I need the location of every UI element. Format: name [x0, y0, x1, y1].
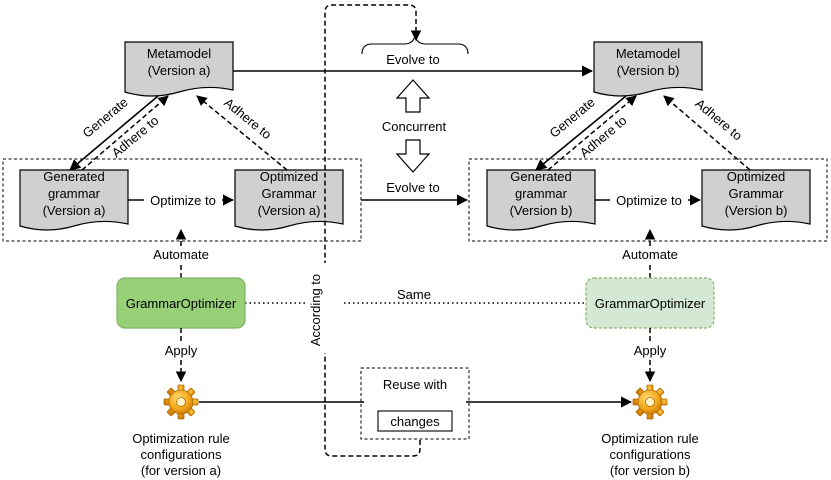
generated-b-line3: (Version b): [510, 203, 573, 218]
adhere-opt-b-arrow: [663, 95, 751, 171]
optimize-b-label-bg: [610, 191, 688, 209]
reuse-box-outline: [360, 367, 470, 440]
same-label-bg: [394, 288, 434, 302]
metamodel-a-line2: (Version a): [148, 63, 211, 78]
adhere-a-label: Adhere to: [109, 113, 162, 161]
optimized-b-line3: (Version b): [725, 203, 788, 218]
automate-b-label-bg: [617, 246, 683, 262]
generate-a-label: Generate: [80, 94, 131, 140]
adhere-opt-b-label: Adhere to: [692, 96, 745, 144]
metamodel-b-line2: (Version b): [617, 63, 680, 78]
according-to-label-bg: [308, 263, 342, 353]
generated-a-line2: grammar: [48, 186, 101, 201]
evolve-grammar-label: Evolve to: [386, 180, 439, 195]
according-to-label: According to: [308, 274, 323, 346]
changes-label: changes: [390, 414, 440, 429]
generate-b-label: Generate: [547, 94, 598, 140]
optimized-grammar-b-doc: Optimized Grammar (Version b): [701, 169, 811, 231]
according-to-loop: [324, 4, 422, 457]
adhere-opt-a-arrow: [196, 95, 288, 171]
concurrent-label: Concurrent: [382, 119, 447, 134]
adhere-b-label: Adhere to: [577, 113, 630, 161]
gear-a-icon: [163, 384, 199, 420]
generated-grammar-b-doc: Generated grammar (Version b): [486, 169, 596, 231]
generate-a-arrow: [69, 95, 159, 171]
grammar-optimizer-a: GrammarOptimizer: [116, 277, 246, 329]
changes-box: [377, 410, 453, 432]
grammar-optimizer-a-label: GrammarOptimizer: [126, 296, 237, 311]
automate-a-label-bg: [148, 246, 214, 262]
adhere-opt-a-label: Adhere to: [221, 95, 274, 142]
reuse-with-label: Reuse with: [383, 377, 447, 392]
apply-b-label-bg: [627, 342, 673, 358]
metamodel-b-line1: Metamodel: [616, 46, 680, 61]
automate-b-label: Automate: [622, 247, 678, 262]
optimized-a-line1: Optimized: [260, 169, 319, 184]
generated-a-line1: Generated: [43, 169, 104, 184]
adhere-a-arrow: [81, 95, 169, 171]
optimize-b-label: Optimize to: [616, 193, 682, 208]
optimize-a-label-bg: [144, 191, 222, 209]
adhere-b-arrow: [547, 95, 637, 171]
evolve-metamodel-label: Evolve to: [386, 52, 439, 67]
generated-a-line3: (Version a): [43, 203, 106, 218]
apply-b-label: Apply: [634, 343, 667, 358]
generate-b-arrow: [535, 95, 627, 171]
concurrent-arrow-up: [395, 79, 431, 113]
config-a-line1: Optimization rule: [132, 431, 230, 446]
generated-b-line1: Generated: [510, 169, 571, 184]
group-box-version-b: [468, 158, 828, 242]
config-a-line3: (for version a): [141, 463, 221, 478]
apply-a-label-bg: [158, 342, 204, 358]
config-b-line1: Optimization rule: [601, 431, 699, 446]
optimized-grammar-a-doc: Optimized Grammar (Version a): [234, 169, 344, 231]
optimize-a-label: Optimize to: [150, 193, 216, 208]
config-b-line2: configurations: [610, 447, 691, 462]
concurrent-arrow-down: [395, 139, 431, 173]
generated-grammar-a-doc: Generated grammar (Version a): [19, 169, 129, 231]
optimized-a-line2: Grammar: [262, 186, 318, 201]
grammar-optimizer-b: GrammarOptimizer: [585, 277, 715, 329]
metamodel-b-doc: Metamodel (Version b): [593, 41, 703, 97]
optimized-b-line2: Grammar: [729, 186, 785, 201]
config-b-line3: (for version b): [610, 463, 690, 478]
optimized-b-line1: Optimized: [727, 169, 786, 184]
config-a-line2: configurations: [141, 447, 222, 462]
generated-b-line2: grammar: [515, 186, 568, 201]
optimized-a-line3: (Version a): [258, 203, 321, 218]
metamodel-a-line1: Metamodel: [147, 46, 211, 61]
metamodel-a-doc: Metamodel (Version a): [124, 41, 234, 97]
apply-a-label: Apply: [165, 343, 198, 358]
grammar-optimizer-b-label: GrammarOptimizer: [595, 296, 706, 311]
gear-b-icon: [632, 384, 668, 420]
same-label: Same: [397, 287, 431, 302]
automate-a-label: Automate: [153, 247, 209, 262]
